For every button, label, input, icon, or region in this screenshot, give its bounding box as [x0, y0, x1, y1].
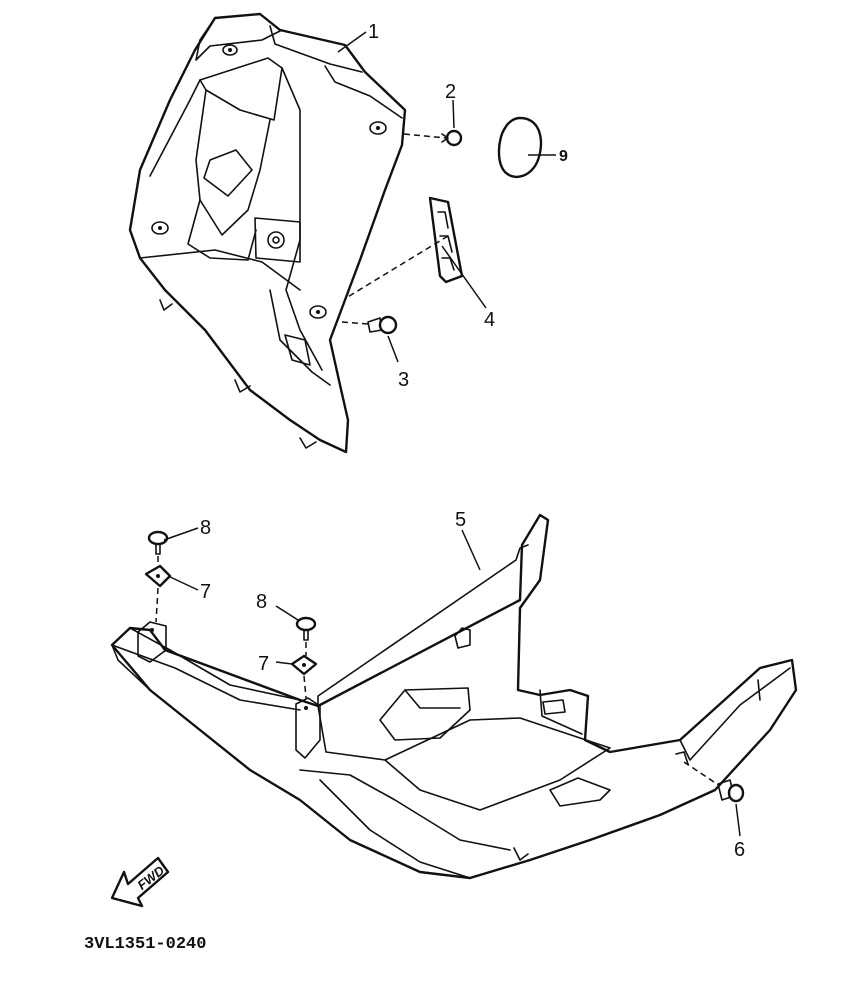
callout-8a: 8: [200, 517, 211, 539]
plate-part-4: [428, 196, 464, 284]
screw-part-8b: [295, 616, 317, 641]
drawing-code: 3VL1351-0240: [84, 935, 206, 954]
bolt-part-6: [717, 779, 745, 803]
callout-7b: 7: [258, 653, 269, 675]
cap-part-9: [497, 116, 543, 179]
screw-part-2: [441, 129, 463, 147]
callout-1: 1: [368, 21, 379, 43]
screw-part-8a: [147, 530, 169, 555]
callout-5: 5: [455, 509, 466, 531]
callout-4: 4: [484, 309, 495, 331]
floorboard-part-5: [110, 513, 798, 880]
leg-shield-part-1: [128, 12, 407, 454]
callout-6: 6: [734, 839, 745, 861]
callout-3: 3: [398, 369, 409, 391]
fwd-arrow-icon: FWD: [110, 856, 170, 908]
callout-7a: 7: [200, 581, 211, 603]
callout-9: 9: [559, 148, 568, 165]
clip-nut-part-7a: [144, 564, 172, 588]
callout-8b: 8: [256, 591, 267, 613]
leader-lines: [163, 31, 741, 837]
clip-nut-part-7b: [290, 654, 318, 676]
bolt-part-3: [367, 315, 398, 335]
callout-2: 2: [445, 81, 456, 103]
